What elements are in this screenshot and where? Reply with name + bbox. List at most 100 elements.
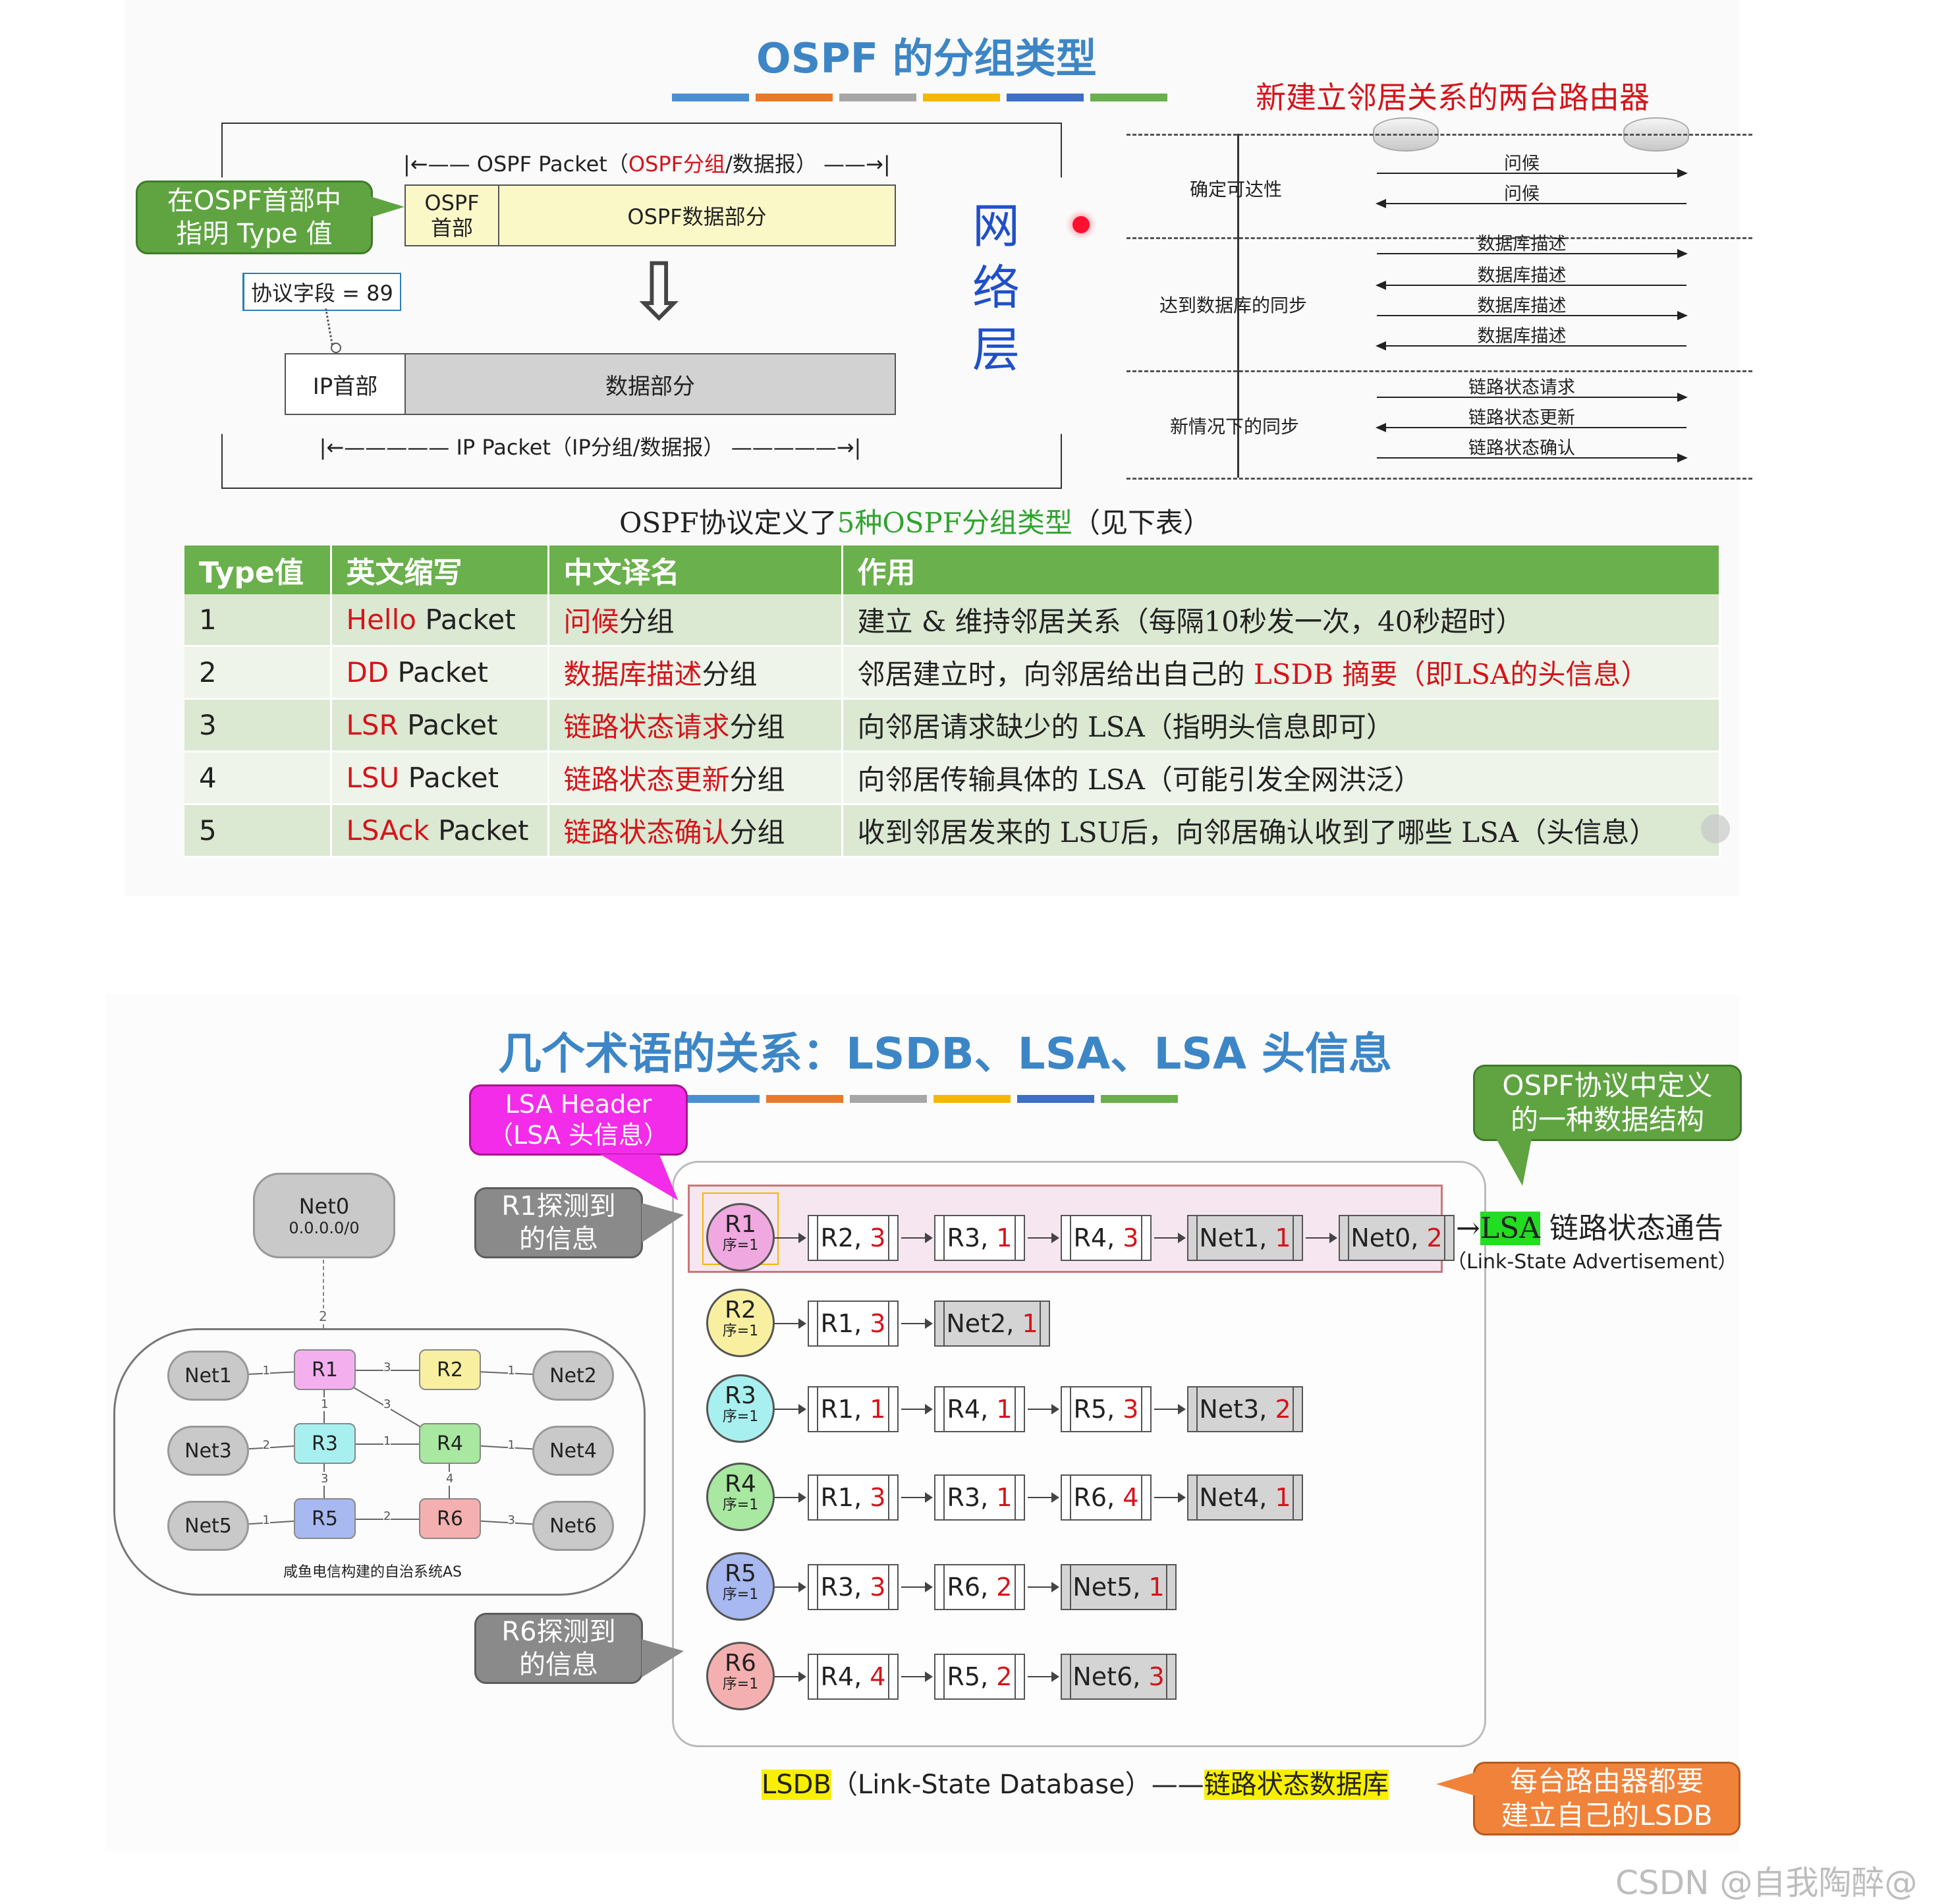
lsa-entry: Net5, 1 [1061,1564,1177,1610]
r6-callout-pointer [642,1639,684,1677]
lsa-entry: R4, 4 [808,1654,899,1700]
abbr-cell: Hello Packet [331,594,549,647]
lsdb-callout-pointer [1436,1772,1476,1796]
desc-cell: 向邻居传输具体的 LSA（可能引发全网洪泛） [842,751,1721,805]
as-network-cloud: Net1 [167,1351,249,1401]
type-cell: 1 [184,594,332,647]
bottom-color-bars [682,1095,1178,1103]
as-link-cost: 3 [507,1513,515,1527]
bar-gray [839,94,916,101]
seq-phase-2: 达到数据库的同步 [1159,294,1308,316]
bar-green [1090,94,1167,101]
seq-divider-4 [1127,478,1752,480]
type-cell: 5 [184,804,332,858]
lsa-entry: Net3, 2 [1187,1386,1303,1432]
as-link-cost: 1 [507,1438,515,1452]
lsa-entry: R3, 1 [934,1215,1025,1261]
as-boundary [113,1328,646,1596]
down-arrow-icon: ⇩ [626,246,692,338]
lsa-link-arrow [1028,1582,1059,1592]
as-router-node: R1 [294,1349,356,1390]
lsdb-label: LSDB（Link-State Database）——链路状态数据库 [762,1770,1389,1800]
as-link-cost: 1 [321,1397,329,1411]
ospf-packet-label: |←—— OSPF Packet（OSPF分组/数据报） ——→| [403,152,891,177]
lsa-entry: Net4, 1 [1187,1474,1303,1521]
table-header-row: Type值 英文缩写 中文译名 作用 [184,546,1721,594]
lsa-entry: R1, 3 [808,1474,899,1521]
bar-yellow [923,94,1000,101]
lsa-entry: Net0, 2 [1339,1215,1455,1261]
protocol-field-label: 协议字段 = 89 [242,273,401,311]
cn-cell: 数据库描述分组 [548,646,843,700]
protocol-field-dot [331,343,341,353]
as-router-node: R6 [419,1498,481,1539]
lsa-link-arrow [1028,1671,1059,1682]
col-type: Type值 [184,546,332,594]
lsa-entry: R5, 2 [934,1654,1025,1700]
top-color-bars [672,94,1167,101]
as-link-cost: 1 [262,1513,270,1527]
as-caption: 咸鱼电信构建的自治系统AS [283,1564,462,1581]
desc-cell: 建立 & 维持邻居关系（每隔10秒发一次，40秒超时） [842,594,1721,647]
ip-data-box: 数据部分 [404,353,896,415]
cn-cell: 问候分组 [548,594,843,647]
lsa-entry: Net6, 3 [1061,1654,1177,1700]
seq-message-arrow [1376,281,1686,290]
lsa-link-arrow [1306,1233,1337,1243]
lsa-link-arrow [775,1318,806,1329]
lsa-entry: R3, 1 [934,1474,1025,1521]
as-router-node: R2 [419,1349,481,1390]
as-router-node: R4 [419,1423,481,1464]
as-router-node: R5 [294,1498,356,1539]
as-router-node: R3 [294,1423,356,1464]
seq-message-label: 数据库描述 [1477,296,1567,316]
lsa-link-arrow [901,1233,933,1243]
net0-link [323,1260,324,1328]
lsa-link-arrow [1154,1492,1186,1503]
as-link-cost: 2 [262,1438,270,1452]
bar2-blue [682,1095,760,1103]
desc-cell: 收到邻居发来的 LSU后，向邻居确认收到了哪些 LSA（头信息） [842,804,1721,858]
seq-phase-1: 确定可达性 [1190,179,1283,200]
ospf-packet-arrow-right: ——→| [816,152,891,177]
desc-cell: 向邻居请求缺少的 LSA（指明头信息即可） [842,698,1721,752]
bar2-green [1101,1095,1178,1103]
lsa-en-label: （Link-State Advertisement） [1447,1250,1738,1274]
laser-pointer-dot [1072,216,1090,233]
as-link-cost: 3 [383,1397,391,1411]
seq-timeline [1237,134,1239,478]
seq-message-arrow [1376,341,1686,350]
lsa-link-arrow [775,1582,806,1592]
seq-message-label: 问候 [1504,154,1540,174]
seq-message-arrow [1376,199,1686,208]
lsa-link-arrow [775,1233,806,1243]
r1-callout-pointer [642,1203,684,1243]
data-structure-callout: OSPF协议中定义 的一种数据结构 [1473,1065,1742,1141]
lsa-entry: R5, 3 [1061,1386,1152,1432]
col-cn: 中文译名 [548,546,843,594]
bar2-yellow [933,1095,1011,1103]
as-network-cloud: Net5 [167,1501,249,1551]
lsa-entry: R4, 1 [934,1386,1025,1432]
ip-arrow-left: |←————— [319,435,457,460]
lsa-entry: R3, 3 [808,1564,899,1610]
lsa-link-arrow [901,1318,933,1329]
type-callout: 在OSPF首部中 指明 Type 值 [136,181,373,254]
video-play-icon [1701,814,1730,843]
cn-cell: 链路状态确认分组 [548,804,843,858]
bar2-gray [850,1095,927,1103]
bar2-orange [766,1095,843,1103]
as-link-cost: 3 [383,1360,391,1374]
lsa-link-arrow [1028,1233,1059,1243]
lsa-entry: Net2, 1 [934,1301,1050,1347]
ospf-data-box: OSPF数据部分 [498,184,896,246]
bar-orange [756,94,833,101]
network-layer-label: 网 络 层 [972,198,1020,378]
